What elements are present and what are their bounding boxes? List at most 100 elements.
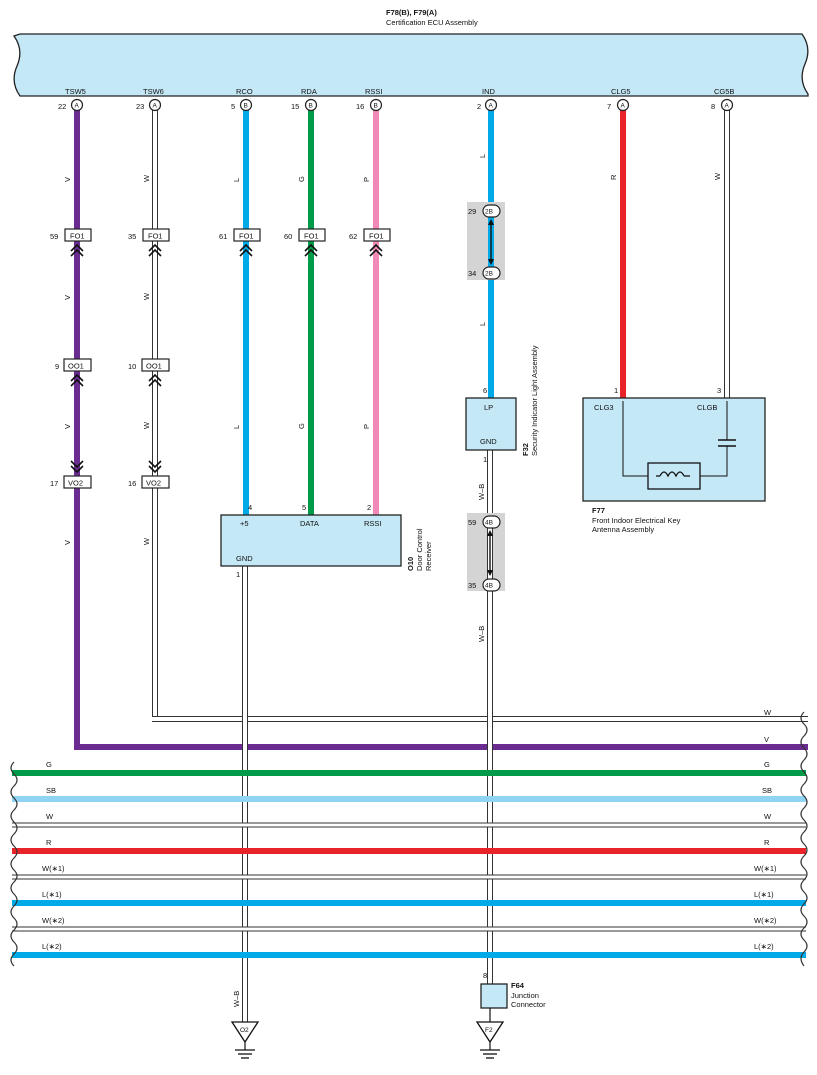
bus-label-right: W <box>764 708 772 717</box>
svg-text:3: 3 <box>717 386 721 395</box>
svg-text:G: G <box>297 423 306 429</box>
svg-text:FO1: FO1 <box>304 232 319 241</box>
svg-text:9: 9 <box>55 362 59 371</box>
svg-text:6: 6 <box>483 386 487 395</box>
svg-text:TSW6: TSW6 <box>143 87 164 96</box>
svg-text:35: 35 <box>468 581 476 590</box>
bus-label-right: G <box>764 760 770 769</box>
svg-text:V: V <box>63 424 72 429</box>
inline-connector-fo1-rda: 60 FO1 <box>284 228 326 257</box>
svg-text:Door Control: Door Control <box>415 528 424 571</box>
svg-text:10: 10 <box>128 362 136 371</box>
ecu-terminal-rssi: RSSI 16 B <box>356 87 383 112</box>
svg-text:OO1: OO1 <box>146 362 162 371</box>
ground-o2: O2 <box>230 1021 260 1059</box>
bus-label-left: R <box>46 838 52 847</box>
svg-text:CLGB: CLGB <box>697 403 717 412</box>
svg-text:V: V <box>63 295 72 300</box>
svg-text:B: B <box>244 103 248 110</box>
svg-text:LP: LP <box>484 403 493 412</box>
splice-4b: 59 4B 35 4B <box>467 513 505 592</box>
ecu-terminal-clg5: CLG5 7 A <box>607 87 631 112</box>
svg-text:1: 1 <box>236 570 240 579</box>
svg-text:A: A <box>153 103 158 110</box>
svg-text:RSSI: RSSI <box>364 519 382 528</box>
svg-text:A: A <box>489 103 494 110</box>
svg-text:A: A <box>75 103 80 110</box>
bus-label-left: L(∗1) <box>42 890 62 899</box>
svg-text:34: 34 <box>468 269 476 278</box>
svg-text:7: 7 <box>607 102 611 111</box>
ecu-terminal-tsw5: TSW5 22 A <box>58 87 86 112</box>
svg-text:59: 59 <box>50 232 58 241</box>
svg-text:61: 61 <box>219 232 227 241</box>
svg-text:35: 35 <box>128 232 136 241</box>
svg-text:TSW5: TSW5 <box>65 87 86 96</box>
svg-text:FO1: FO1 <box>148 232 163 241</box>
key-antenna-assembly: 1 3 CLG3 CLGB F77 Front Indoor Electrica… <box>582 386 766 534</box>
bus-label-left: SB <box>46 786 56 795</box>
svg-text:CLG3: CLG3 <box>594 403 614 412</box>
svg-text:R: R <box>609 174 618 180</box>
svg-text:W: W <box>713 172 722 180</box>
bus-label-left: W(∗2) <box>42 916 65 925</box>
svg-text:RSSI: RSSI <box>365 87 383 96</box>
svg-text:W: W <box>142 421 151 429</box>
bus-label-left: W <box>46 812 54 821</box>
svg-text:2B: 2B <box>485 209 493 216</box>
svg-text:W–B: W–B <box>477 484 486 500</box>
svg-text:CG5B: CG5B <box>714 87 734 96</box>
svg-text:5: 5 <box>231 102 235 111</box>
inline-connector-oo1-tsw6: 10 OO1 <box>128 358 170 387</box>
svg-text:L: L <box>478 154 487 158</box>
ecu-terminal-tsw6: TSW6 23 A <box>136 87 164 112</box>
svg-text:IND: IND <box>482 87 496 96</box>
svg-text:W–B: W–B <box>477 626 486 642</box>
bus-label-right: W <box>764 812 772 821</box>
svg-text:G: G <box>297 176 306 182</box>
svg-text:V: V <box>63 177 72 182</box>
svg-text:8: 8 <box>483 971 487 980</box>
splice-2b: 29 2B 34 2B <box>467 202 505 280</box>
svg-text:Front Indoor Electrical Key: Front Indoor Electrical Key <box>592 516 681 525</box>
svg-text:2: 2 <box>367 503 371 512</box>
svg-text:P: P <box>362 177 371 182</box>
ecu-assembly-name: Certification ECU Assembly <box>386 18 478 27</box>
ecu-body <box>12 33 809 97</box>
svg-text:Receiver: Receiver <box>424 541 433 571</box>
svg-text:23: 23 <box>136 102 144 111</box>
bus-labels: G SB W R W(∗1) L(∗1) W(∗2) L(∗2) W V G S… <box>42 708 777 951</box>
svg-text:B: B <box>374 103 378 110</box>
svg-text:DATA: DATA <box>300 519 319 528</box>
svg-text:VO2: VO2 <box>68 479 83 488</box>
bus-break-marks <box>10 711 808 967</box>
door-control-receiver: 4 5 2 +5 DATA RSSI GND 1 O10 Door Contro… <box>220 503 433 579</box>
svg-text:4B: 4B <box>485 583 493 590</box>
ground-f2: F2 <box>475 1021 505 1059</box>
bus-label-right: SB <box>762 786 772 795</box>
svg-text:2: 2 <box>477 102 481 111</box>
svg-text:Security Indicator Light Assem: Security Indicator Light Assembly <box>530 345 539 456</box>
svg-text:17: 17 <box>50 479 58 488</box>
inline-connector-fo1-rssi: 62 FO1 <box>349 228 391 257</box>
bus-label-right: L(∗2) <box>754 942 774 951</box>
inline-connector-fo1-tsw6: 35 FO1 <box>128 228 170 257</box>
svg-text:16: 16 <box>356 102 364 111</box>
svg-text:Connector: Connector <box>511 1000 546 1009</box>
svg-text:F77: F77 <box>592 506 605 515</box>
inline-connector-fo1-tsw5: 59 FO1 <box>50 228 92 257</box>
svg-text:15: 15 <box>291 102 299 111</box>
ecu-terminal-rda: RDA 15 B <box>291 87 318 112</box>
svg-text:FO1: FO1 <box>239 232 254 241</box>
svg-text:RDA: RDA <box>301 87 317 96</box>
svg-text:P: P <box>362 424 371 429</box>
svg-text:2B: 2B <box>485 271 493 278</box>
svg-text:1: 1 <box>483 455 487 464</box>
bus-label-right: W(∗1) <box>754 864 777 873</box>
svg-text:5: 5 <box>302 503 306 512</box>
svg-text:VO2: VO2 <box>146 479 161 488</box>
svg-text:F2: F2 <box>485 1027 493 1034</box>
svg-text:V: V <box>63 540 72 545</box>
svg-text:W: W <box>142 537 151 545</box>
